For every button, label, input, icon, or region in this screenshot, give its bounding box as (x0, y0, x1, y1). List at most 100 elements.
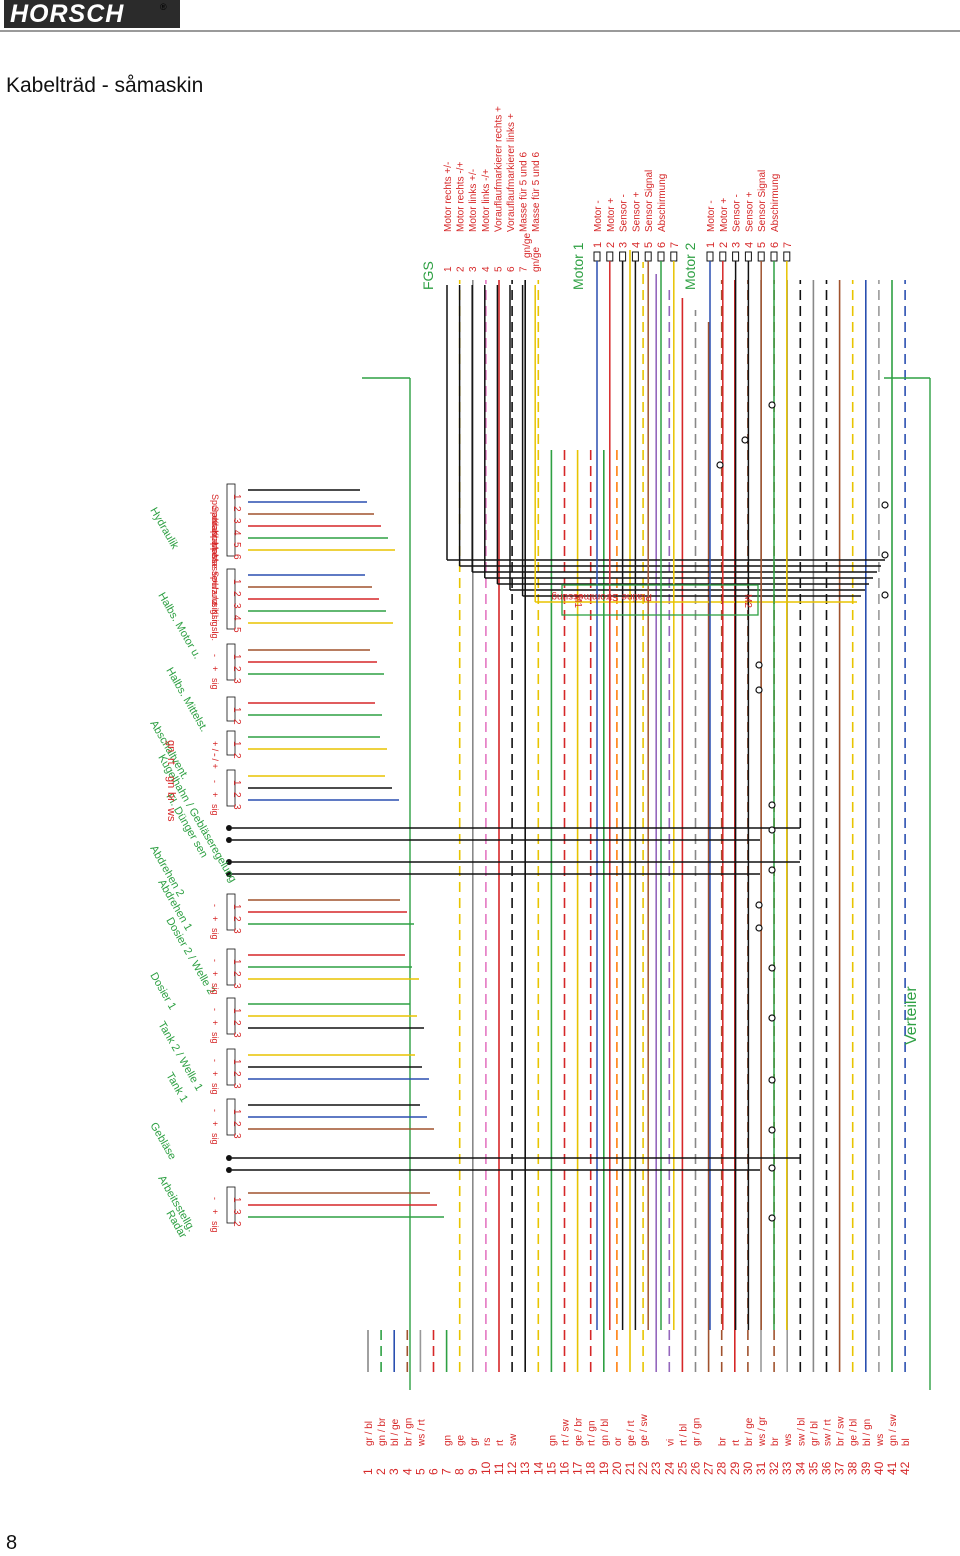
platine-box (561, 584, 759, 616)
terminal-dot (226, 825, 232, 831)
connector-pin-label: - (210, 780, 220, 783)
color-code: br (165, 792, 177, 802)
connector-pin-label: sig. l. (210, 615, 220, 636)
wire-number: 41 (885, 1461, 899, 1475)
motor2-pin-label: Motor + (719, 198, 730, 232)
wire-number: 21 (623, 1461, 637, 1475)
fgs-pin-number: 3 (468, 266, 479, 272)
platine-m2: M2 (742, 594, 753, 608)
wire-color-code: ws / rt (416, 1419, 427, 1447)
wire-number: 17 (571, 1461, 585, 1475)
connector-pin-number: 1 (231, 1197, 242, 1203)
wire-number: 29 (728, 1461, 742, 1475)
connector-pin-label: + (210, 1121, 220, 1126)
connector-label: Hydraulik (147, 506, 181, 552)
motor2-label: Motor 2 (682, 242, 698, 290)
connector-housing (226, 1048, 236, 1086)
wire-color-code: ge / rt (626, 1420, 637, 1446)
wire-number: 8 (453, 1468, 467, 1475)
connector-pin-number: 3 (231, 1133, 242, 1139)
connector-pin-number: 1 (231, 494, 242, 500)
wire-color-code: ws (875, 1434, 886, 1447)
motor2-pin-box (732, 251, 740, 262)
motor1-label: Motor 1 (570, 242, 586, 290)
connector-pin-number: 3 (231, 1209, 242, 1215)
connector-pin-number: 1 (231, 1059, 242, 1065)
connector-pin-label: + / - (210, 741, 220, 757)
connector-pin-number: 3 (231, 928, 242, 934)
fgs-pin-label: Motor links +/- (468, 169, 479, 232)
wire-color-code: rs (482, 1438, 493, 1446)
connector-pin-label: sig (210, 983, 220, 995)
connector-pin-label: + (210, 1020, 220, 1025)
connector-pin-number: 3 (231, 678, 242, 684)
junction-dot (768, 1214, 776, 1222)
fgs-pin-label: Masse für 5 und 6 (519, 152, 530, 232)
connector-pin-number: 2 (231, 719, 242, 725)
fgs-pin-number: 6 (506, 266, 517, 272)
wire-color-code: ge (456, 1434, 467, 1446)
connector-pin-label: + (210, 1209, 220, 1214)
connector-pin-label: - / + (210, 591, 220, 607)
connector-pin-label: Spuranr. l (210, 494, 220, 533)
wire-number: 32 (767, 1461, 781, 1475)
fgs-pin-number: 2 (456, 266, 467, 272)
motor2-pin-label: Motor - (706, 200, 717, 232)
connector-pin-label: - (210, 904, 220, 907)
junction-dot (741, 436, 749, 444)
motor2-pin-label: Sensor - (732, 194, 743, 232)
wire-color-code: vi (665, 1439, 676, 1446)
wire-color-code: gr / bl (364, 1421, 375, 1446)
fgs-label: FGS (420, 261, 436, 290)
connector-pin-number: 1 (231, 741, 242, 747)
wire-color-code: gr / bl (809, 1421, 820, 1446)
wire-color-code: rt / gn (587, 1420, 598, 1446)
connector-pin-number: 3 (231, 518, 242, 524)
motor2-pin-label: Sensor Signal (757, 170, 768, 232)
motor1-pin-box (644, 251, 652, 262)
connector-pin-number: 2 (231, 1221, 242, 1227)
connector-pin-label: - (210, 959, 220, 962)
wire-number: 22 (636, 1461, 650, 1475)
connector-pin-label: sig (210, 678, 220, 690)
color-code: ws (165, 807, 177, 822)
wire-color-code: ge / bl (849, 1419, 860, 1446)
color-code: gn (165, 740, 177, 752)
wire-number: 9 (466, 1468, 480, 1475)
fgs-tail-code: gn/ge (522, 233, 533, 258)
connector-pin-number: 3 (231, 1083, 242, 1089)
motor1-pin-number: 2 (605, 242, 617, 248)
wire-color-code: rt (495, 1440, 506, 1446)
connector-pin-label: Klappen (210, 518, 220, 551)
motor2-pin-label: Abschirmung (770, 174, 781, 232)
wire-color-code: br / gn (403, 1418, 414, 1446)
motor1-pin-box (593, 251, 601, 262)
connector-pin-label: - (210, 1059, 220, 1062)
wire-color-code: or (613, 1436, 624, 1446)
motor2-pin-label: Sensor + (744, 192, 755, 232)
junction-dot (768, 964, 776, 972)
wire-number: 30 (741, 1461, 755, 1475)
connector-pin-label: - (210, 1008, 220, 1011)
fgs-pin-label: Motor rechts -/+ (456, 162, 467, 232)
connector-pin-number: 5 (231, 627, 242, 633)
connector-pin-label: Klappen (210, 530, 220, 563)
motor2-pin-number: 1 (705, 242, 717, 248)
connector-label: Gebläse (147, 1121, 178, 1162)
page-number: 8 (6, 1532, 18, 1554)
connector-pin-number: 2 (231, 971, 242, 977)
connector-pin-label: + (210, 792, 220, 797)
connector-housing (226, 730, 236, 756)
connector-label: Dosier 1 (147, 971, 178, 1012)
motor2-pin-box (744, 251, 752, 262)
connector-pin-number: 1 (231, 654, 242, 660)
connector-pin-label: + / - (210, 579, 220, 595)
junction-dot (716, 461, 724, 469)
connector-pin-number: 2 (231, 1071, 242, 1077)
connector-pin-number: 2 (231, 753, 242, 759)
wire-number: 39 (859, 1461, 873, 1475)
motor1-pin-label: Motor + (606, 198, 617, 232)
connector-pin-label: Masse Hz. u. Kl. (210, 554, 220, 620)
motor2-pin-number: 7 (782, 242, 794, 248)
